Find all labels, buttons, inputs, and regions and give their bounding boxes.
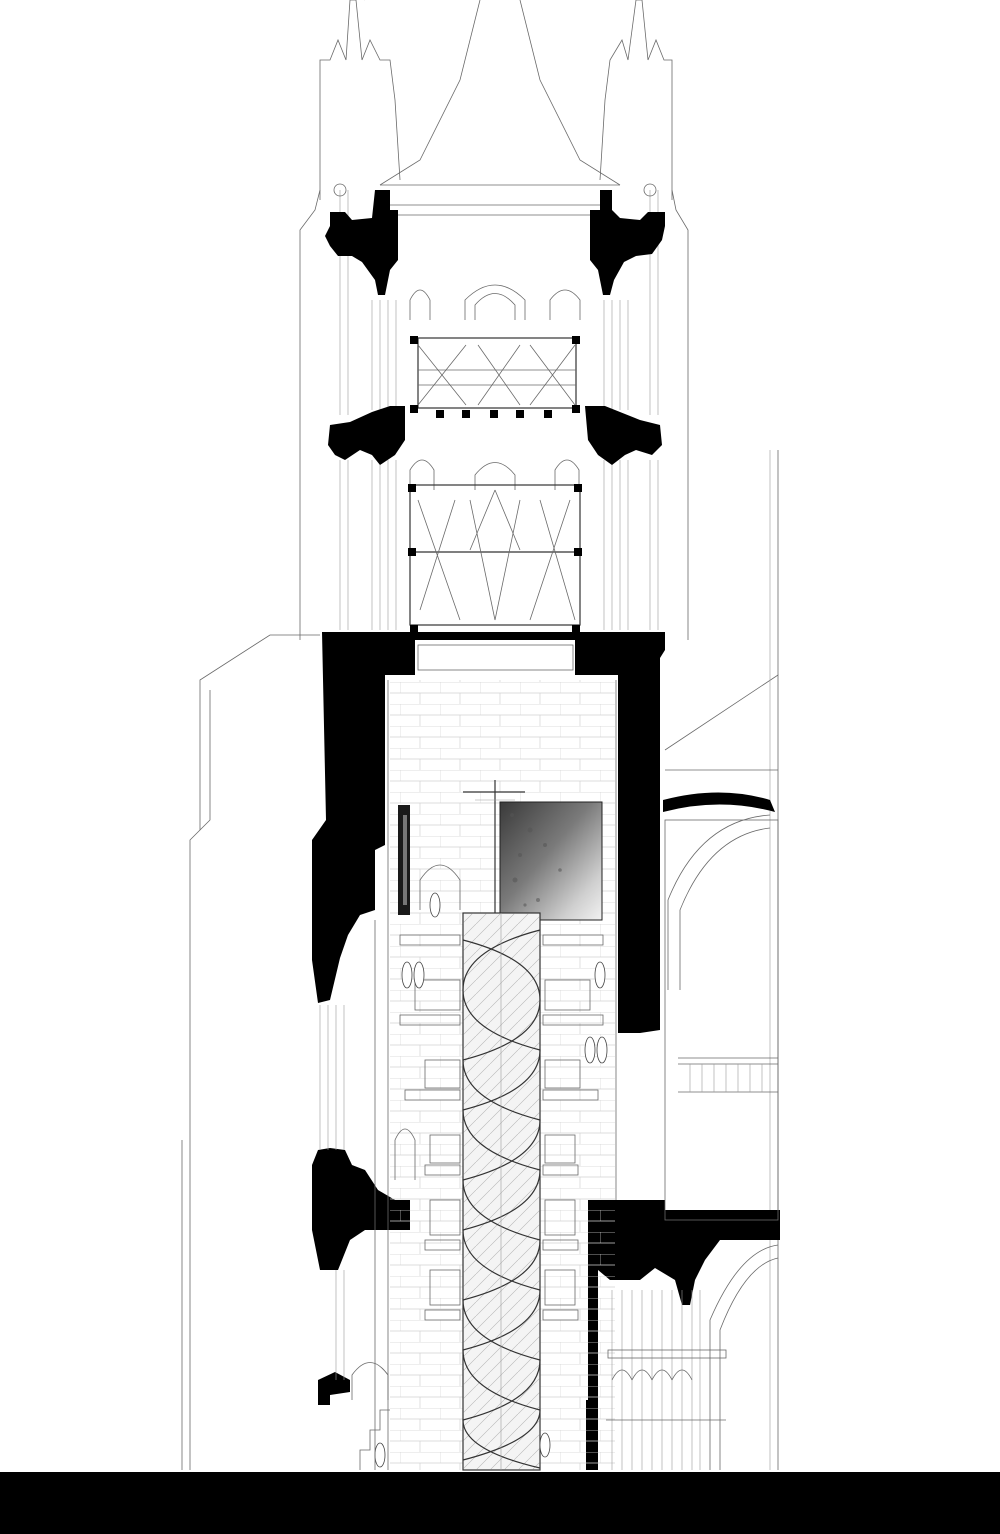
spiral-staircase	[462, 912, 541, 1471]
floor-platforms	[351, 892, 608, 1470]
left-lower-columns	[319, 920, 376, 1470]
belfry-lower	[339, 459, 659, 671]
nave-right	[606, 814, 779, 1470]
